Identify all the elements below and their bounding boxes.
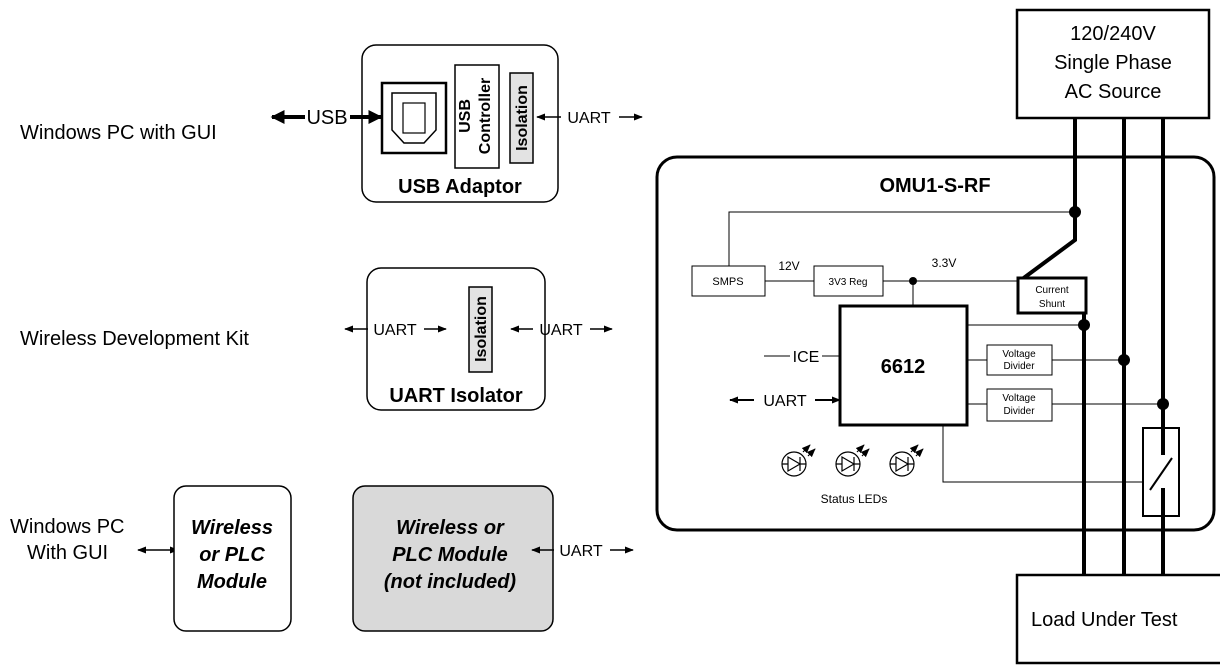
usb-isolation-label: Isolation xyxy=(514,85,531,151)
usb-uart-label: UART xyxy=(567,110,610,127)
chip-label: 6612 xyxy=(881,356,926,378)
usb-adaptor: USB Controller Isolation USB Adaptor xyxy=(361,44,559,203)
divider1-label-1: Voltage xyxy=(1002,349,1036,360)
12v-label: 12V xyxy=(778,259,799,273)
wireless-module-line2: or PLC xyxy=(199,544,265,566)
junction-dots xyxy=(909,206,1169,410)
pc-with-gui-label-1: Windows PC xyxy=(10,516,124,538)
omu-title: OMU1-S-RF xyxy=(879,175,990,197)
smps-block: SMPS xyxy=(691,265,766,297)
wireless-plc-module-not-included: Wireless or PLC Module (not included) xyxy=(352,485,554,632)
led-icon-1 xyxy=(781,444,816,477)
divider2-label-1: Voltage xyxy=(1002,393,1036,404)
smps-label: SMPS xyxy=(712,276,743,288)
ac-source-line1: 120/240V xyxy=(1070,23,1156,45)
divider1-label-2: Divider xyxy=(1003,361,1035,372)
usb-isolation-block xyxy=(509,72,534,164)
regulator-label: 3V3 Reg xyxy=(829,277,868,288)
module-not-included-line2: PLC Module xyxy=(392,544,508,566)
ac-source: 120/240V Single Phase AC Source xyxy=(1015,8,1211,120)
ac-source-line2: Single Phase xyxy=(1054,52,1172,74)
wireless-plc-module: Wireless or PLC Module xyxy=(173,485,292,632)
voltage-divider-1: Voltage Divider xyxy=(986,344,1053,376)
wireless-dev-kit-label: Wireless Development Kit xyxy=(20,328,249,350)
led-icon-3 xyxy=(889,444,924,477)
shunt-label-1: Current xyxy=(1035,285,1069,296)
shunt-label-2: Shunt xyxy=(1039,299,1065,310)
ac-source-line3: AC Source xyxy=(1065,81,1162,103)
load-under-test: Load Under Test xyxy=(1015,573,1220,665)
uart-isolation-block xyxy=(468,286,493,373)
usb-controller-label-1: USB xyxy=(457,99,474,133)
pc-with-gui-label: Windows PC with GUI xyxy=(20,122,217,144)
load-label: Load Under Test xyxy=(1031,609,1178,631)
usb-controller-block xyxy=(454,64,500,169)
wireless-module-line1: Wireless xyxy=(191,517,273,539)
status-leds-label: Status LEDs xyxy=(821,492,888,506)
module-uart-label: UART xyxy=(559,543,602,560)
current-shunt: Current Shunt xyxy=(1016,276,1088,315)
led-icon-2 xyxy=(835,444,870,477)
module-not-included-line3: (not included) xyxy=(384,571,517,593)
usb-adaptor-title: USB Adaptor xyxy=(398,176,522,198)
uart-isolation-label: Isolation xyxy=(473,296,490,362)
usb-link-label: USB xyxy=(306,107,347,129)
voltage-divider-2: Voltage Divider xyxy=(986,388,1053,422)
3v3-label: 3.3V xyxy=(932,256,957,270)
chip-6612: 6612 xyxy=(838,304,969,427)
wireless-module-line3: Module xyxy=(197,571,267,593)
isolator-uart-right-label: UART xyxy=(539,322,582,339)
divider2-label-2: Divider xyxy=(1003,406,1035,417)
signal-wiring xyxy=(728,211,1163,483)
regulator-block: 3V3 Reg xyxy=(813,265,884,297)
relay-switch-icon xyxy=(1142,427,1180,517)
uart-isolator: Isolation UART Isolator xyxy=(366,267,546,411)
uart-isolator-title: UART Isolator xyxy=(389,385,523,407)
power-wiring xyxy=(1019,118,1165,575)
pc-with-gui-label-2: With GUI xyxy=(27,542,108,564)
ice-label: ICE xyxy=(793,349,820,366)
usb-controller-label-2: Controller xyxy=(477,78,494,154)
isolator-uart-left-label: UART xyxy=(373,322,416,339)
module-not-included-line1: Wireless or xyxy=(396,517,505,539)
omu-uart-label: UART xyxy=(763,393,806,410)
